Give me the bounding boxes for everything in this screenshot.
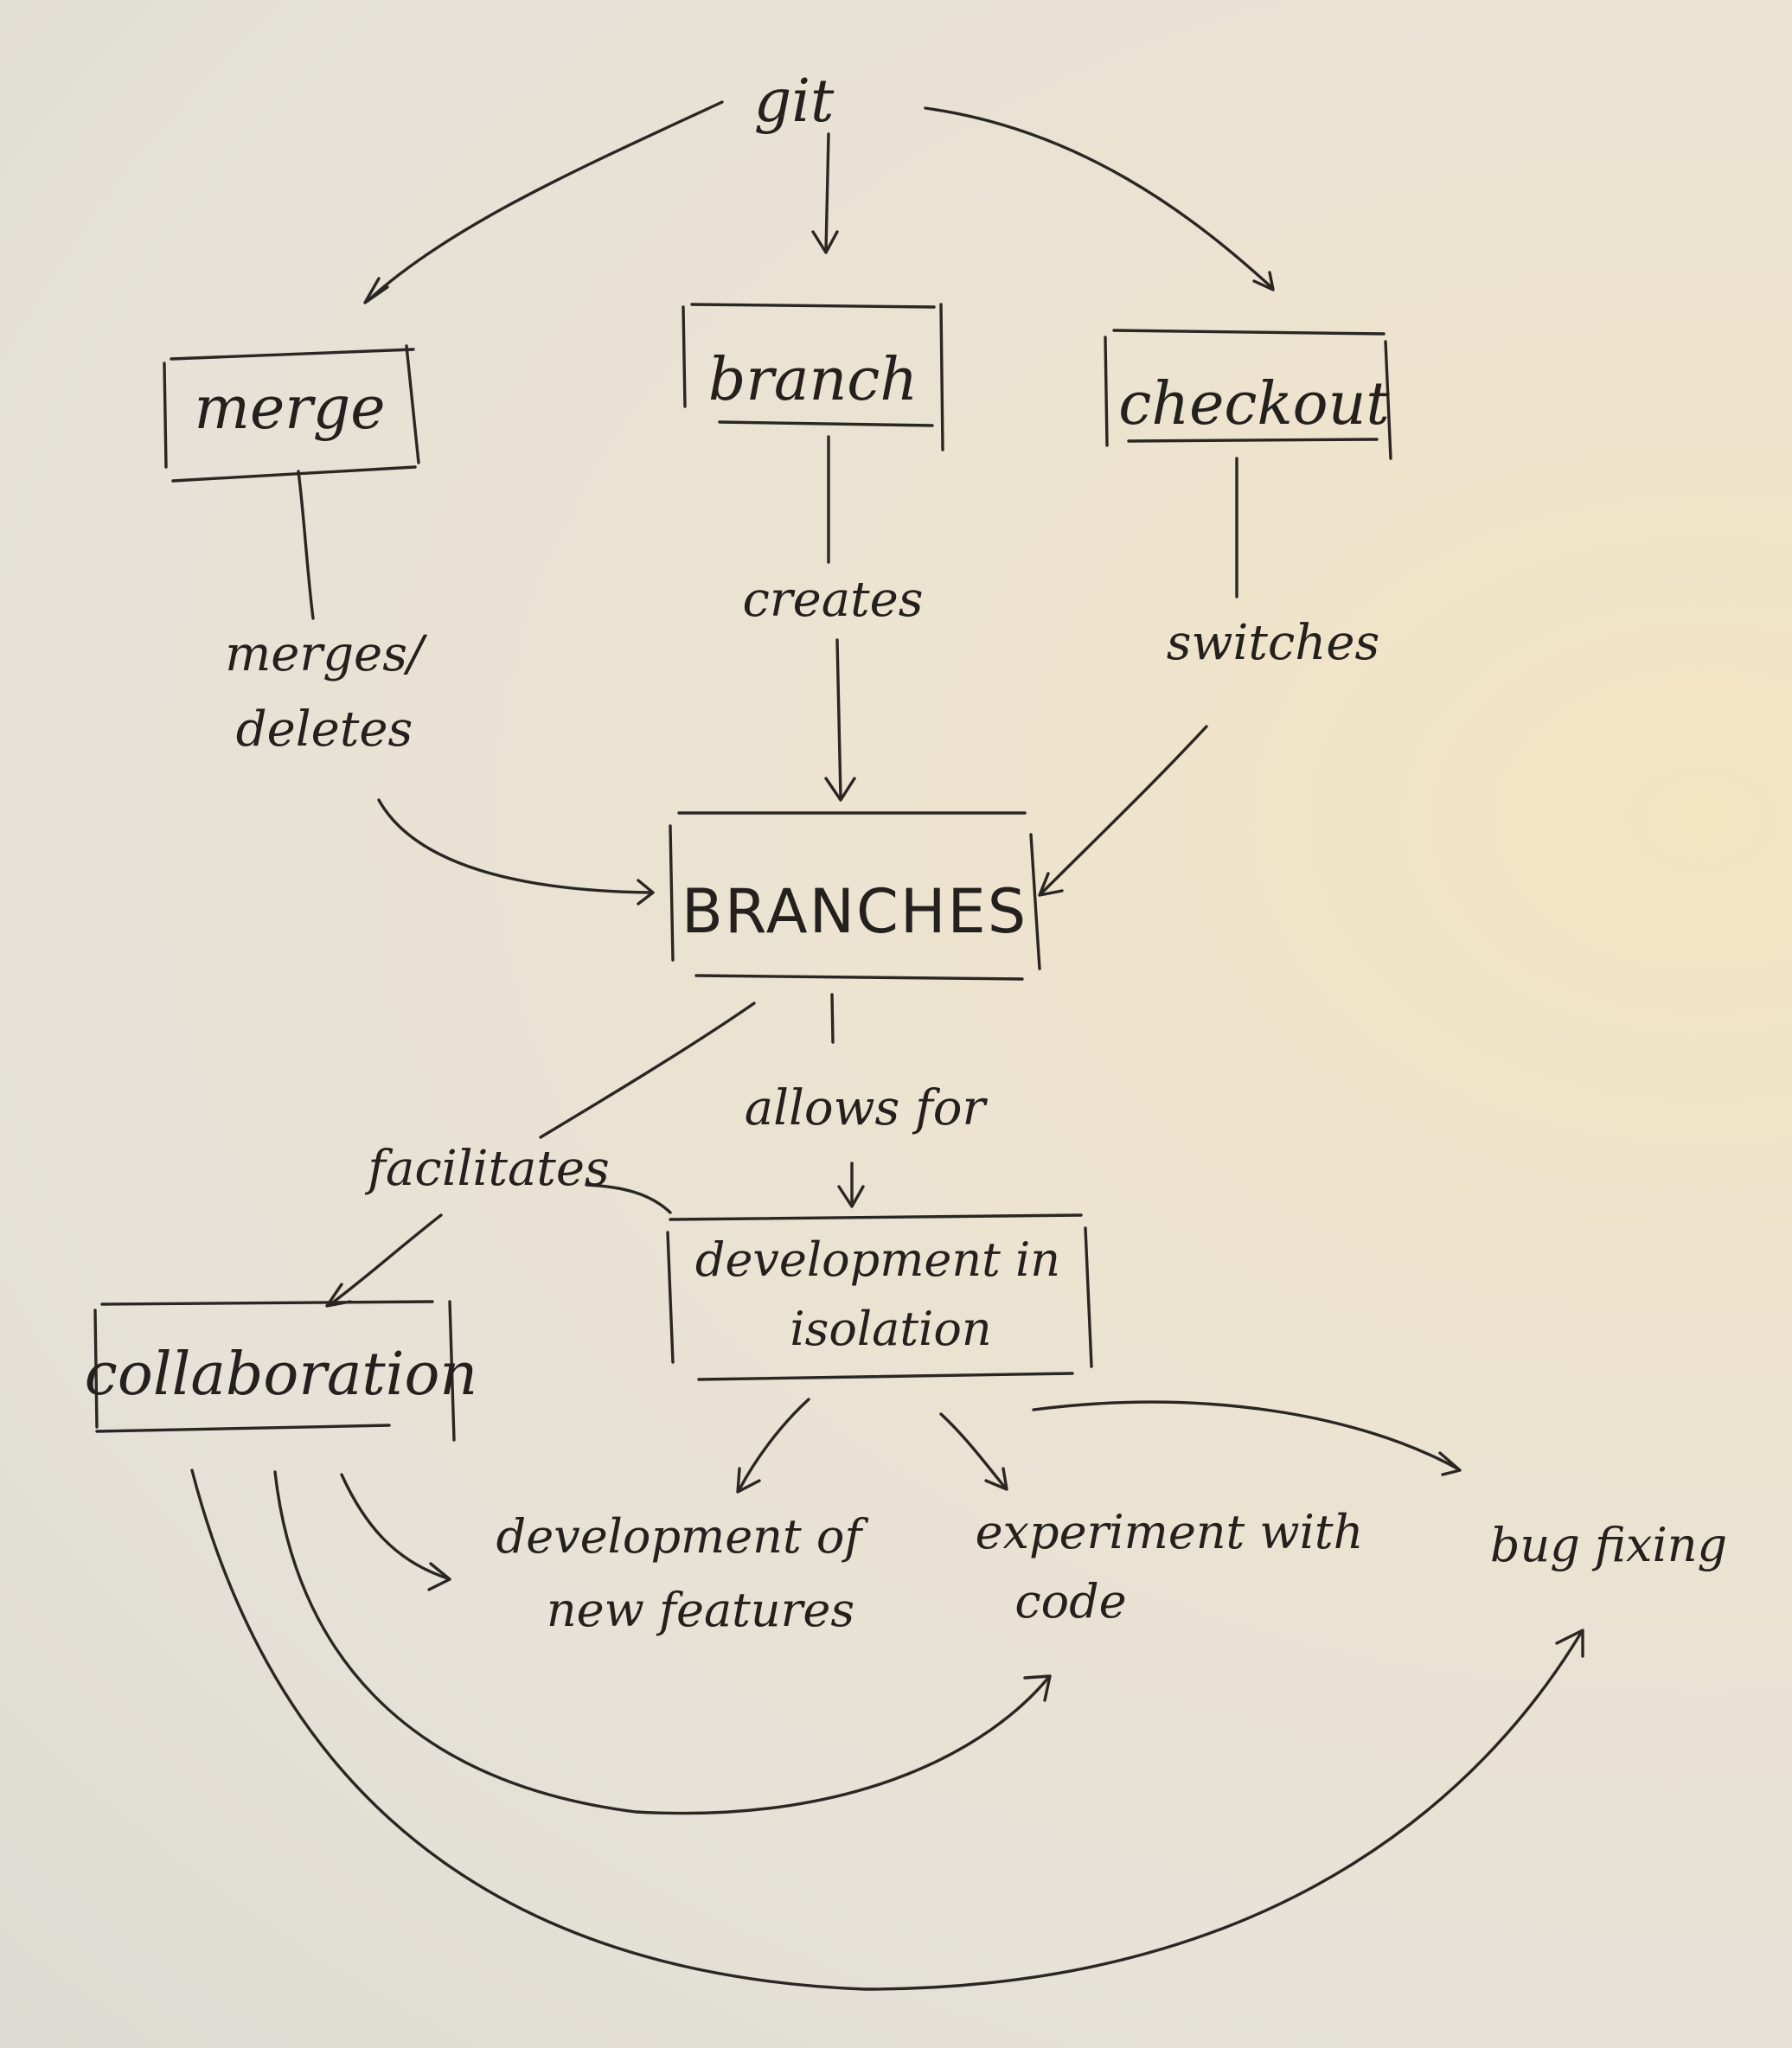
checkout-node-label: checkout (1118, 370, 1390, 438)
edge-label-switches: switches (1167, 615, 1379, 671)
edge-isolation-to-experiment (939, 1412, 1008, 1491)
edge-label-merges: merges/ (225, 626, 428, 682)
leaf-experiment-with-code: experiment with code (976, 1505, 1364, 1629)
merge-node-label: merge (195, 374, 386, 443)
edge-branch-creates-branches: creates (742, 435, 924, 802)
edge-checkout-switches-branches: switches (1038, 457, 1379, 897)
edge-label-facilitates: facilitates (364, 1141, 609, 1197)
edge-merge-to-branches: merges/ deletes (225, 470, 655, 906)
collaboration-node: collaboration (85, 1300, 477, 1442)
edge-git-to-branch (811, 132, 839, 254)
development-in-isolation-label-line1: development in (695, 1232, 1060, 1287)
edge-collaboration-to-bug-fixing (190, 1469, 1584, 1991)
edge-isolation-to-new-features (736, 1398, 810, 1494)
edge-branches-allows-for-isolation: allows for (745, 993, 989, 1208)
leaf-new-features-line1: development of (496, 1509, 869, 1564)
branch-node-label: branch (708, 346, 918, 414)
edge-isolation-to-bug-fixing (1032, 1400, 1462, 1476)
development-in-isolation-label-line2: isolation (790, 1302, 991, 1356)
leaf-bug-fixing: bug fixing (1490, 1518, 1727, 1572)
checkout-node: checkout (1104, 329, 1392, 460)
edge-collaboration-to-new-features (340, 1473, 451, 1591)
edge-git-to-checkout (924, 106, 1275, 291)
branches-node: BRANCHES (669, 811, 1041, 981)
development-in-isolation-node: development in isolation (666, 1213, 1093, 1381)
branches-node-label: BRANCHES (682, 876, 1027, 947)
merge-node: merge (163, 344, 420, 483)
edge-git-to-merge (363, 100, 724, 304)
branch-node: branch (682, 303, 944, 451)
root-label-git: git (754, 67, 835, 136)
edge-collaboration-to-experiment (273, 1470, 1052, 1815)
edge-label-deletes: deletes (236, 701, 413, 758)
edge-branches-facilitates-collaboration: facilitates (325, 1002, 756, 1308)
leaf-bug-fixing-label: bug fixing (1490, 1518, 1727, 1572)
leaf-development-of-new-features: development of new features (496, 1509, 869, 1637)
leaf-experiment-line2: code (1014, 1574, 1126, 1629)
collaboration-node-label: collaboration (85, 1341, 477, 1409)
edge-label-allows-for: allows for (745, 1080, 989, 1136)
edge-label-creates: creates (742, 572, 923, 628)
leaf-new-features-line2: new features (547, 1583, 854, 1637)
leaf-experiment-line1: experiment with (976, 1505, 1364, 1559)
